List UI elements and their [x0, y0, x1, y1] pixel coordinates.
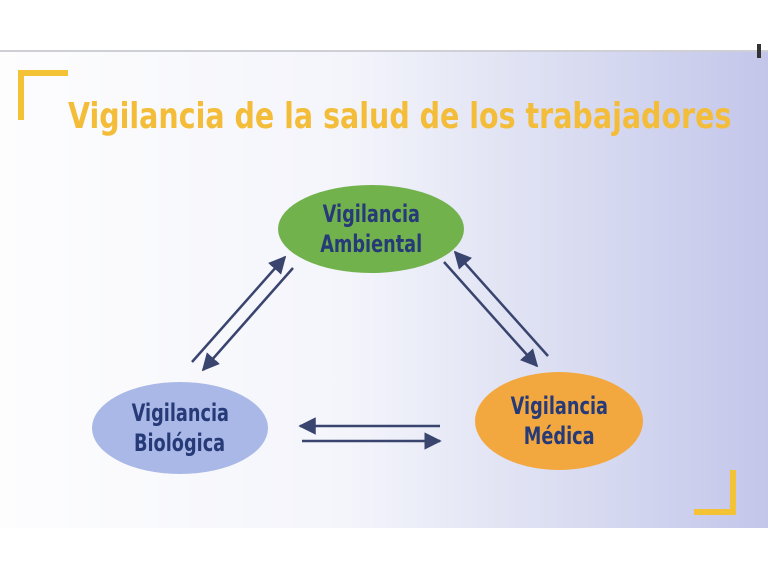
arrow-ambiental-to-biologica	[201, 267, 294, 372]
arrow-biologica-to-ambiental	[191, 255, 287, 363]
node-medica-line2: Médica	[523, 422, 595, 450]
slide-title: Vigilancia de la salud de los trabajador…	[68, 96, 732, 137]
scan-edge-mark	[757, 44, 761, 58]
node-biologica-line1: Vigilancia	[131, 399, 229, 427]
corner-accent-bottom-right	[694, 509, 736, 515]
scan-edge-line	[0, 50, 768, 52]
arrow-medica-to-ambiental	[453, 250, 549, 357]
arrow-ambiental-to-medica	[443, 261, 539, 368]
corner-accent-top-left-vertical	[18, 70, 24, 120]
node-ambiental-line2: Ambiental	[320, 230, 422, 258]
node-biologica-line2: Biológica	[134, 429, 226, 457]
node-medica-line1: Vigilancia	[510, 392, 608, 420]
node-vigilancia-medica: Vigilancia Médica	[475, 372, 643, 470]
corner-accent-top-left	[18, 70, 68, 76]
node-vigilancia-biologica: Vigilancia Biológica	[92, 382, 268, 474]
node-vigilancia-ambiental: Vigilancia Ambiental	[278, 185, 464, 273]
corner-accent-bottom-right-vertical	[730, 470, 736, 515]
node-ambiental-line1: Vigilancia	[322, 200, 420, 228]
